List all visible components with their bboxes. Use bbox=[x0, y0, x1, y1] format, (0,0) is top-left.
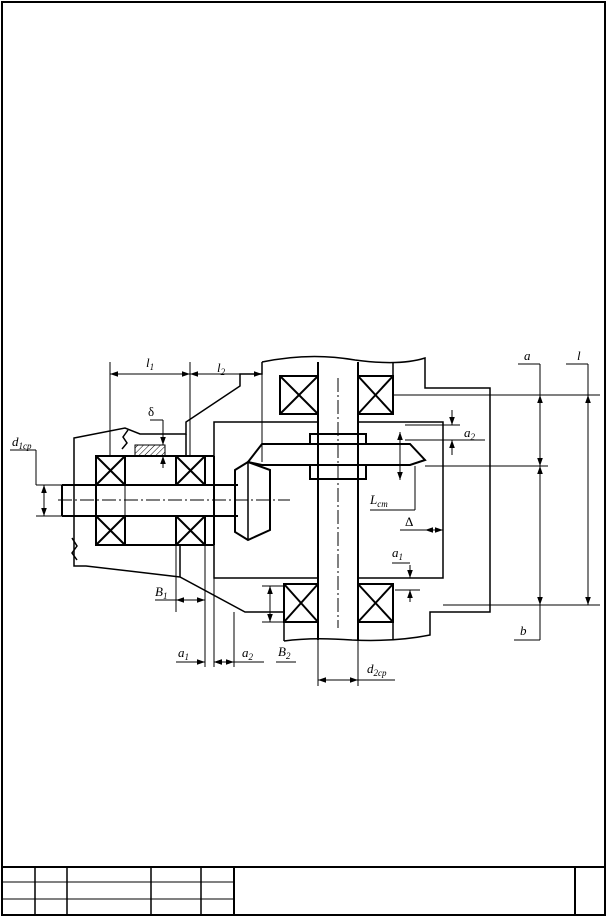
label-a2-bottom: a2 bbox=[242, 645, 254, 662]
label-lst: Lст bbox=[369, 492, 388, 509]
label-l2: l2 bbox=[217, 360, 226, 377]
input-shaft-bearings bbox=[95, 455, 215, 546]
label-a2-right: a2 bbox=[464, 425, 476, 442]
label-l1: l1 bbox=[146, 355, 154, 372]
housing-outline bbox=[71, 355, 491, 642]
label-Delta: Δ bbox=[405, 514, 413, 529]
label-a1-bottom: a1 bbox=[178, 645, 189, 662]
label-l: l bbox=[577, 348, 581, 363]
center-lines bbox=[58, 378, 339, 628]
label-a1-right: a1 bbox=[392, 545, 403, 562]
bevel-pinion bbox=[234, 460, 271, 542]
spacer-hatch bbox=[134, 444, 166, 457]
label-d1: d1ср bbox=[12, 434, 32, 451]
output-shaft-bearings bbox=[279, 362, 394, 640]
label-b: b bbox=[520, 623, 527, 638]
dimension-labels: l1 l2 δ d1ср a l a2 Lст Δ a1 b B1 a1 a2 … bbox=[12, 348, 581, 678]
label-d2: d2ср bbox=[367, 661, 387, 678]
label-a: a bbox=[524, 348, 531, 363]
label-B2: B2 bbox=[278, 644, 291, 661]
bevel-gear bbox=[246, 433, 427, 480]
title-block bbox=[2, 866, 605, 915]
label-B1: B1 bbox=[155, 584, 167, 601]
label-delta: δ bbox=[148, 404, 154, 419]
dimension-lines bbox=[10, 363, 591, 683]
